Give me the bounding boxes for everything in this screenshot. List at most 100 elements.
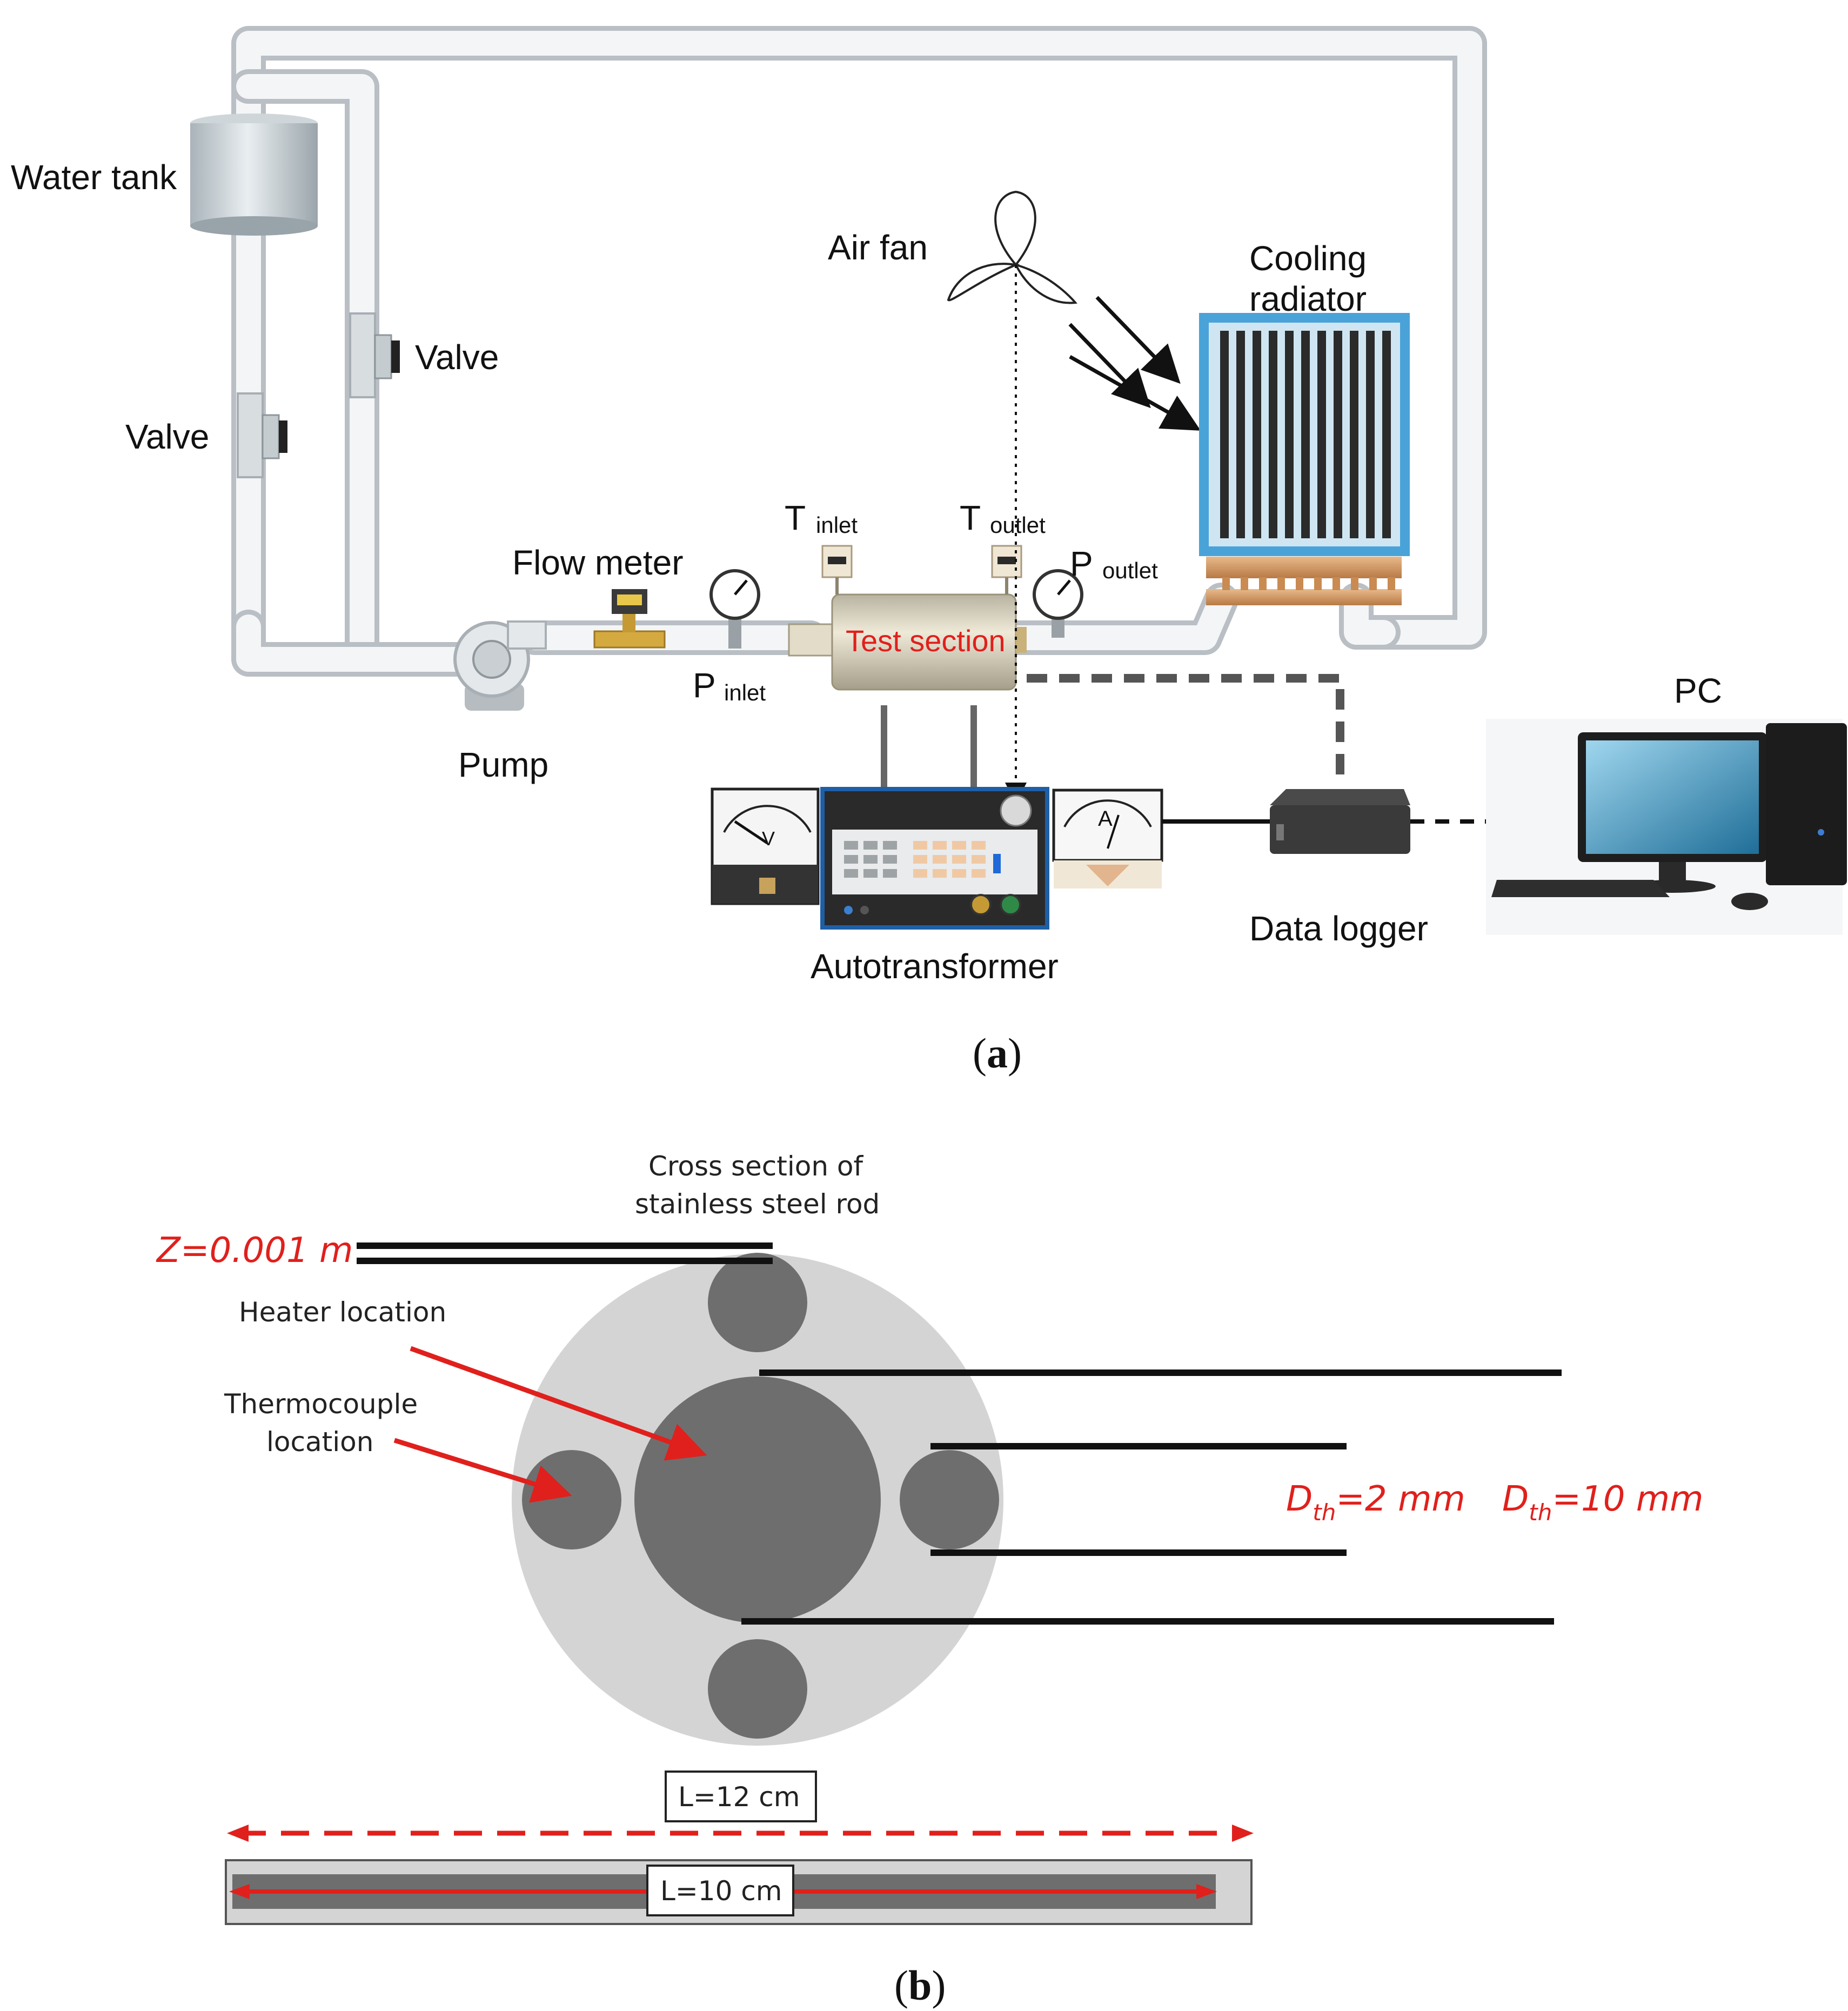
psu-button [883, 841, 897, 850]
flow-meter-label: Flow meter [512, 543, 684, 582]
air-fan-label: Air fan [828, 228, 928, 267]
panel-b: Cross section of stainless steel rod Z=0… [156, 1151, 1703, 2009]
t-inlet-main: T [785, 498, 806, 537]
valve-upper-label: Valve [415, 338, 499, 377]
heater-arrow [410, 1346, 707, 1461]
valve-lower-label: Valve [125, 417, 209, 456]
psu-button [972, 869, 986, 878]
radiator-pipe-stub [1296, 577, 1303, 590]
thermocouple-hole-top [708, 1253, 807, 1352]
radiator-fin [1285, 331, 1294, 538]
radiator-fin [1236, 331, 1245, 538]
radiator-fin [1366, 331, 1375, 538]
outlet-pressure-gauge [1033, 569, 1083, 638]
thermocouple-hole-right [900, 1450, 999, 1549]
radiator-fin [1269, 331, 1277, 538]
l-total-arrow-right [1232, 1825, 1254, 1842]
radiator-pipe-stub [1369, 577, 1377, 590]
t-outlet-sub: outlet [990, 512, 1046, 538]
radiator-pipe-stub [1259, 577, 1267, 590]
psu-button [883, 855, 897, 864]
radiator-fin [1220, 331, 1229, 538]
ammeter-icon [1052, 789, 1163, 888]
airflow-arrows [1068, 296, 1201, 431]
l-total-label: L=12 cm [678, 1781, 800, 1813]
radiator-pipe-stub [1222, 577, 1230, 590]
psu-button [863, 855, 878, 864]
psu-button [933, 869, 947, 878]
psu-button [844, 855, 858, 864]
psu-button [913, 869, 927, 878]
thermocouple-label-2: location [266, 1426, 373, 1458]
dth-large-label: Dth=10 mm [1502, 1479, 1703, 1526]
radiator-fin [1334, 331, 1342, 538]
psu-button [863, 841, 878, 850]
water-tank [190, 113, 318, 236]
radiator-fin [1301, 331, 1310, 538]
psu-button [972, 855, 986, 864]
psu-button [952, 869, 966, 878]
cooling-radiator-label-1: Cooling [1249, 239, 1367, 278]
pump [453, 620, 547, 711]
heater-location-label: Heater location [239, 1297, 446, 1328]
psu-button [952, 855, 966, 864]
radiator-pipe-stub [1333, 577, 1340, 590]
dth-small-label: Dth=2 mm [1286, 1479, 1465, 1526]
l-heater-arrow-right [1196, 1884, 1217, 1899]
pump-label: Pump [458, 745, 548, 784]
voltmeter-icon [711, 787, 820, 905]
pc-icon [1486, 719, 1847, 935]
inlet-pressure-gauge [709, 569, 760, 649]
thermocouple-arrow [393, 1438, 572, 1503]
z-value-label: Z=0.001 m [156, 1231, 353, 1271]
flow-meter [593, 589, 666, 649]
radiator-fin [1253, 331, 1261, 538]
radiator-pipe-stub [1241, 577, 1248, 590]
cooling-radiator-label-2: radiator [1249, 279, 1367, 318]
thermocouple-label-1: Thermocouple [224, 1388, 418, 1420]
psu-button [972, 841, 986, 850]
test-section-label: Test section [846, 624, 1006, 658]
data-logger-icon [1270, 789, 1410, 854]
psu-button [844, 869, 858, 878]
p-inlet-main: P [693, 666, 716, 705]
radiator-pipe-stub [1388, 577, 1395, 590]
air-fan-icon [947, 190, 1077, 304]
psu-button [913, 855, 927, 864]
psu-button [913, 841, 927, 850]
thermocouple-hole-bottom [708, 1639, 807, 1739]
psu-button [844, 841, 858, 850]
heater-hole [634, 1377, 881, 1623]
t-inlet-sub: inlet [816, 512, 858, 538]
pc-label: PC [1674, 671, 1722, 710]
radiator-pipe-stub [1351, 577, 1358, 590]
radiator-pipe-stub [1277, 577, 1285, 590]
psu-button [933, 841, 947, 850]
voltmeter-letter: V [762, 827, 775, 850]
p-inlet-sub: inlet [724, 680, 766, 705]
l-heater-label: L=10 cm [660, 1875, 782, 1907]
cooling-radiator [1199, 313, 1410, 605]
thermocouple-hole-left [522, 1450, 621, 1549]
valve-upper [349, 312, 400, 398]
psu-button [883, 869, 897, 878]
l-heater-box [646, 1865, 794, 1916]
valve-lower [237, 392, 287, 478]
p-outlet-main: P [1070, 544, 1093, 583]
data-logger-label: Data logger [1249, 909, 1428, 948]
autotransformer-icon [820, 787, 1049, 930]
test-section [788, 593, 1027, 691]
psu-button [933, 855, 947, 864]
l-total-arrow-left [227, 1825, 249, 1842]
l-total-box [665, 1771, 817, 1822]
panel-a: Water tank Valve Valve Pump [11, 26, 1847, 1077]
psu-button [952, 841, 966, 850]
t-inlet-sensor [821, 545, 853, 594]
signal-dashed-line [1027, 674, 1344, 776]
cross-section-label-1: Cross section of [648, 1151, 864, 1182]
radiator-fin [1350, 331, 1358, 538]
t-outlet-main: T [960, 498, 981, 537]
cross-section-label-2: stainless steel rod [635, 1188, 880, 1220]
radiator-pipe-stub [1314, 577, 1322, 590]
